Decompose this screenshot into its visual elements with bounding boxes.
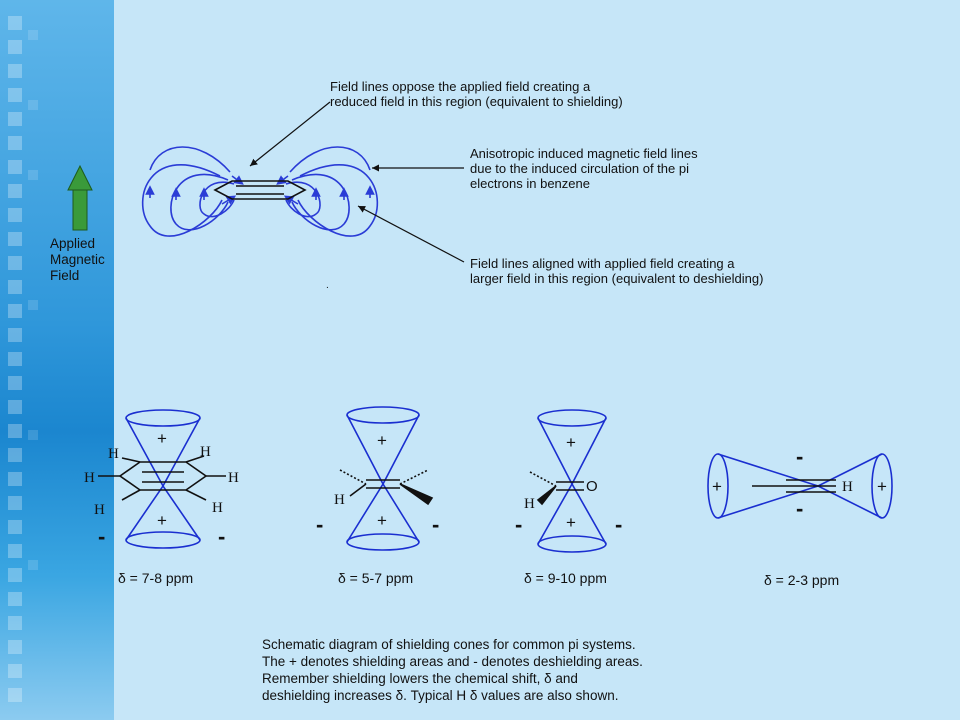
benzene-h-label: H — [228, 470, 239, 486]
benzene-shift-label: δ = 7-8 ppm — [118, 570, 194, 586]
benzene-h-label: H — [94, 502, 105, 518]
alkyne-h-label: H — [842, 479, 853, 495]
benzene-bottom-sign: + — [157, 511, 167, 530]
alkene-bottom-sign: + — [377, 511, 387, 530]
carbonyl-left-sign: - — [515, 512, 522, 537]
alkene-top-sign: + — [377, 431, 387, 450]
benzene-cone — [125, 409, 201, 549]
callout-anisotropic: Anisotropic induced magnetic field lines… — [470, 146, 698, 191]
carbonyl-cone — [537, 409, 607, 553]
benzene-h-label: H — [212, 500, 223, 516]
callout-oppose: Field lines oppose the applied field cre… — [330, 79, 623, 109]
callout-arrows — [249, 101, 465, 263]
carbonyl-o-label: O — [586, 478, 598, 495]
applied-field-label: Applied Magnetic Field — [50, 236, 105, 283]
alkyne-bottom-sign: - — [796, 496, 803, 521]
alkyne-top-sign: - — [796, 444, 803, 469]
alkyne-left-sign: + — [712, 477, 722, 496]
stray-dot: . — [326, 280, 329, 291]
alkyne-right-sign: + — [877, 477, 887, 496]
alkene-molecule — [339, 469, 434, 506]
cone-signs: + + - - + + - - + + - - + + - - — [98, 429, 887, 549]
benzene-right-sign: - — [218, 524, 225, 549]
alkene-h-label: H — [334, 492, 345, 508]
benzene-h-label: H — [84, 470, 95, 486]
carbonyl-top-sign: + — [566, 433, 576, 452]
callout-aligned: Field lines aligned with applied field c… — [470, 256, 764, 286]
alkene-shift-label: δ = 5-7 ppm — [338, 570, 414, 586]
carbonyl-molecule — [529, 471, 584, 506]
benzene-left-sign: - — [98, 524, 105, 549]
alkene-right-sign: - — [432, 512, 439, 537]
benzene-ring — [213, 180, 307, 200]
alkyne-molecule — [752, 479, 836, 493]
alkene-left-sign: - — [316, 512, 323, 537]
benzene-h-label: H — [200, 444, 211, 460]
carbonyl-shift-label: δ = 9-10 ppm — [524, 570, 607, 586]
induced-field-lines — [141, 146, 379, 237]
benzene-h-label: H — [108, 446, 119, 462]
atom-labels: H H H H H H H H H — [84, 444, 853, 518]
carbonyl-h-label: H — [524, 496, 535, 512]
decorative-sidebar — [0, 0, 114, 720]
applied-field-arrow — [67, 164, 93, 231]
alkyne-shift-label: δ = 2-3 ppm — [764, 572, 840, 588]
benzene-top-sign: + — [157, 429, 167, 448]
carbonyl-bottom-sign: + — [566, 513, 576, 532]
benzene-molecule — [98, 455, 226, 501]
carbonyl-right-sign: - — [615, 512, 622, 537]
alkene-cone — [346, 406, 420, 551]
caption: Schematic diagram of shielding cones for… — [262, 637, 643, 703]
